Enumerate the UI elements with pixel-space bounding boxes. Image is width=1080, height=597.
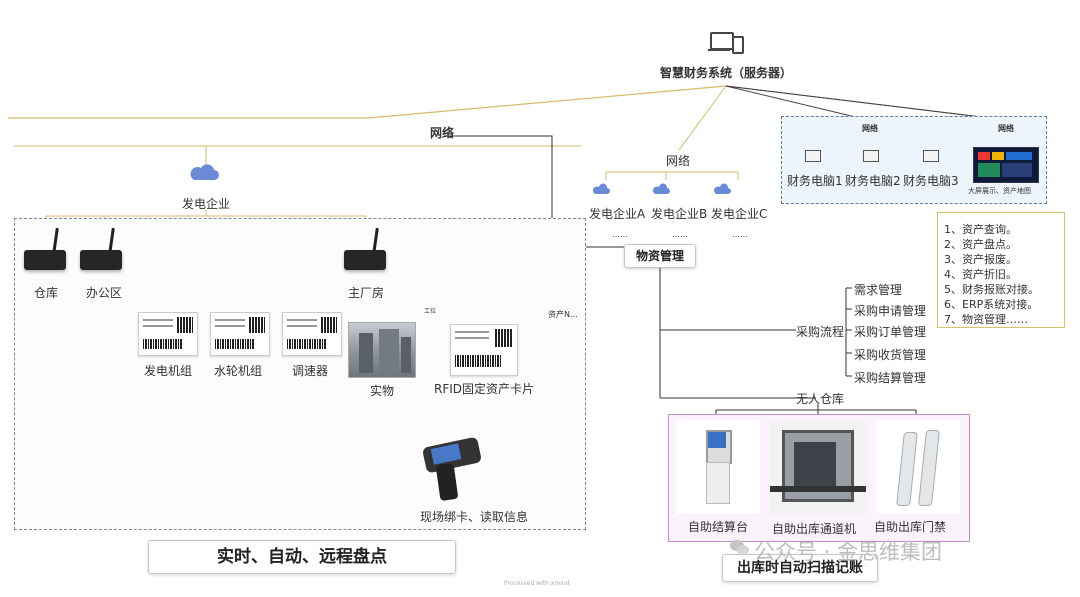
network-label-main: 网络: [430, 126, 455, 140]
network-label-right: 网络: [666, 154, 691, 168]
ellipsis-b: ……: [672, 230, 688, 239]
server-title: 智慧财务系统（服务器）: [660, 66, 793, 80]
server-to-network-line: [8, 85, 727, 119]
big-screen-display: [973, 147, 1039, 183]
ellipsis-c: ……: [732, 230, 748, 239]
material-mgmt-box[interactable]: 物资管理: [624, 244, 696, 268]
feature-7: 7、物资管理……: [944, 313, 1028, 326]
reader-label-office: 办公区: [86, 286, 123, 300]
company-a-label: 发电企业A: [589, 207, 646, 221]
handheld-scanner-icon: [420, 436, 484, 502]
server-icon: [708, 32, 744, 54]
feature-2: 2、资产盘点。: [944, 238, 1017, 251]
watermark-text: 公众号 · 金思维集团: [754, 540, 943, 564]
finance-pc-3: 财务电脑3: [903, 174, 959, 188]
warehouse-device-3: 自助出库门禁: [874, 520, 947, 534]
rfid-card: [450, 324, 518, 376]
bottom-right-banner: 出库时自动扫描记账: [722, 554, 878, 582]
tiny-label-mid: 工位: [424, 308, 437, 315]
procurement-item-5: 采购结算管理: [854, 371, 927, 385]
finance-network-right: 网络: [998, 124, 1014, 133]
tiny-label-right: 资产N...: [548, 310, 578, 319]
monitor-icon: [923, 150, 939, 162]
warehouse-title: 无人仓库: [796, 392, 845, 406]
procurement-flow-label: 采购流程: [796, 325, 845, 339]
warehouse-device-1: 自助结算台: [688, 520, 749, 534]
network-to-material-line: [544, 135, 624, 248]
asset-label-rfid-card: RFID固定资产卡片: [434, 382, 535, 396]
ellipsis-a: ……: [612, 230, 628, 239]
rfid-card: [138, 312, 198, 356]
feature-4: 4、资产折旧。: [944, 268, 1017, 281]
rfid-reader-icon: [344, 227, 388, 274]
procurement-item-4: 采购收货管理: [854, 348, 927, 362]
power-company-label: 发电企业: [182, 197, 231, 211]
finance-pc-1: 财务电脑1: [787, 174, 843, 188]
exit-gate-icon: [876, 420, 960, 514]
server-to-panel-line-1: [725, 85, 869, 121]
cloud-icon-a: [592, 183, 610, 194]
company-c-label: 发电企业C: [711, 207, 768, 221]
procurement-item-1: 需求管理: [854, 283, 903, 297]
wechat-icon: [730, 540, 750, 556]
physical-asset-photo: [348, 322, 416, 378]
bottom-left-banner: 实时、自动、远程盘点: [148, 540, 456, 574]
company-b-label: 发电企业B: [651, 207, 708, 221]
procurement-item-3: 采购订单管理: [854, 325, 927, 339]
cloud-icon-b: [652, 183, 670, 194]
asset-label-governor: 调速器: [292, 364, 329, 378]
feature-3: 3、资产报废。: [944, 253, 1017, 266]
asset-label-turbine: 水轮机组: [214, 364, 263, 378]
asset-label-physical: 实物: [370, 384, 395, 398]
cloud-icon-c: [713, 183, 731, 194]
handheld-caption: 现场绑卡、读取信息: [420, 510, 529, 524]
exit-channel-machine-icon: [770, 420, 866, 514]
reader-label-main-plant: 主厂房: [348, 286, 385, 300]
monitor-icon: [863, 150, 879, 162]
big-screen-caption: 大屏展示、资产地图: [968, 187, 1031, 195]
procurement-item-2: 采购申请管理: [854, 304, 927, 318]
rfid-card: [210, 312, 270, 356]
rfid-reader-icon: [24, 227, 68, 274]
feature-1: 1、资产查询。: [944, 223, 1017, 236]
rfid-reader-icon: [80, 227, 124, 274]
self-checkout-terminal-icon: [676, 420, 760, 514]
feature-5: 5、财务报账对接。: [944, 283, 1039, 296]
warehouse-device-2: 自助出库通道机: [772, 522, 857, 536]
monitor-icon: [805, 150, 821, 162]
asset-label-generator: 发电机组: [144, 364, 193, 378]
finance-network-left: 网络: [862, 124, 878, 133]
footer-small-text: Processed with xmind: [504, 580, 570, 587]
server-to-network-right-line: [678, 85, 727, 151]
features-box: [937, 212, 1065, 328]
feature-6: 6、ERP系统对接。: [944, 298, 1039, 311]
rfid-card: [282, 312, 342, 356]
cloud-icon: [190, 164, 219, 180]
finance-pc-2: 财务电脑2: [845, 174, 901, 188]
reader-label-warehouse: 仓库: [34, 286, 59, 300]
